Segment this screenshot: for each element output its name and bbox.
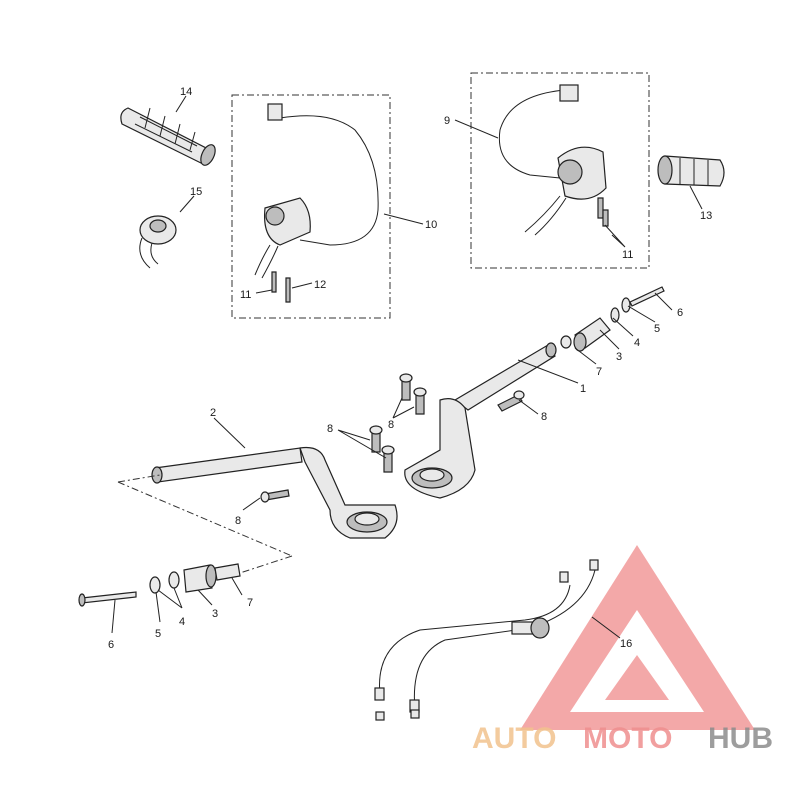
callout-13: 13 <box>700 210 712 222</box>
callout-4-right: 4 <box>634 337 640 349</box>
callout-7-left: 7 <box>247 597 253 609</box>
callout-5-right: 5 <box>654 323 660 335</box>
right-switch-housing <box>498 84 609 236</box>
switch-left-box <box>231 94 391 319</box>
bolts-8-cluster <box>260 373 427 503</box>
callout-16: 16 <box>620 638 632 650</box>
guide-line-left <box>117 481 293 557</box>
callout-10: 10 <box>425 219 437 231</box>
watermark-auto: AUTO <box>472 722 556 755</box>
callout-1: 1 <box>580 383 586 395</box>
callout-9: 9 <box>444 115 450 127</box>
watermark-hub: HUB <box>708 722 773 755</box>
left-handlebar <box>151 446 398 539</box>
guide-line-left-top <box>117 474 161 483</box>
callout-7-right: 7 <box>596 366 602 378</box>
right-handlebar <box>404 342 557 499</box>
callout-8-a: 8 <box>541 411 547 423</box>
watermark-moto: MOTO <box>583 722 672 755</box>
leader-lines <box>111 95 703 639</box>
switch-right-box <box>470 72 650 269</box>
left-switch-screws <box>271 271 291 303</box>
callout-15: 15 <box>190 186 202 198</box>
callout-8-c: 8 <box>327 423 333 435</box>
guide-line-left-bottom <box>239 555 293 574</box>
callout-8-b: 8 <box>388 419 394 431</box>
left-bar-end <box>78 563 241 607</box>
watermark-triangle <box>520 545 755 730</box>
callout-2: 2 <box>210 407 216 419</box>
callout-6-right: 6 <box>677 307 683 319</box>
callout-3-right: 3 <box>616 351 622 363</box>
bolt-8-right <box>497 390 525 412</box>
throttle-cables <box>374 559 599 721</box>
right-bar-end <box>560 286 665 352</box>
callout-12: 12 <box>314 279 326 291</box>
left-switch-housing <box>254 103 379 279</box>
right-grip <box>657 155 725 187</box>
callout-5-left: 5 <box>155 628 161 640</box>
watermark-logo: AUTO MOTO HUB <box>472 722 773 755</box>
callout-11-right: 11 <box>622 249 633 261</box>
callout-14: 14 <box>180 86 192 98</box>
callout-3-left: 3 <box>212 608 218 620</box>
callout-8-d: 8 <box>235 515 241 527</box>
callout-labels: 14 15 10 9 13 11 11 12 6 5 4 3 7 1 2 8 8… <box>108 86 712 651</box>
callout-11-left: 11 <box>240 289 251 301</box>
callout-6-left: 6 <box>108 639 114 651</box>
callout-4-left: 4 <box>179 616 185 628</box>
left-grip <box>120 107 216 166</box>
throttle-cam <box>139 215 177 269</box>
